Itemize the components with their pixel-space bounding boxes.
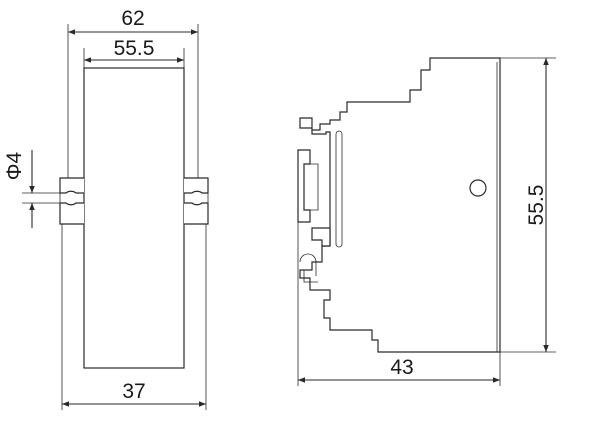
right-tab-lower <box>184 202 209 225</box>
dim-37-label: 37 <box>122 380 145 403</box>
rail-channel-top <box>335 130 343 135</box>
front-body <box>83 67 185 369</box>
side-profile <box>299 57 501 353</box>
rail-clip-upper <box>297 149 311 223</box>
rail-clip-lower <box>311 227 331 247</box>
left-tab-upper <box>59 177 84 194</box>
left-tab-lower <box>59 202 84 225</box>
dim-62-label: 62 <box>121 7 144 30</box>
dim-55-5-front-label: 55.5 <box>114 37 155 60</box>
right-tab-upper <box>184 177 209 194</box>
rail-clip-hook-inner <box>303 270 318 283</box>
side-view: 55.5 43 <box>297 57 556 386</box>
dim-hole-label: Φ4 <box>3 151 26 180</box>
rail-clip-inner <box>304 163 319 211</box>
rail-channel-bottom <box>335 243 343 248</box>
front-view: 62 55.5 Φ4 37 <box>3 7 209 410</box>
rail-clip-hook <box>299 253 317 276</box>
dim-height-label: 55.5 <box>525 185 548 226</box>
indicator-circle <box>469 179 487 197</box>
dim-depth-label: 43 <box>390 356 413 379</box>
